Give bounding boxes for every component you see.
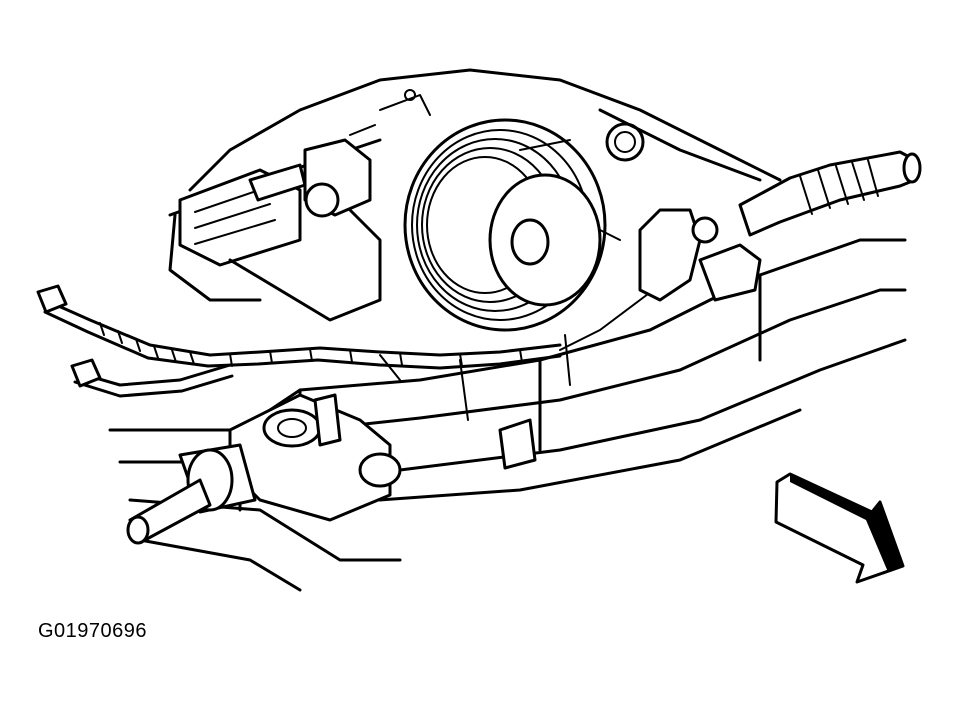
crankshaft-pulley (403, 118, 621, 332)
figure-id-label: G01970696 (38, 620, 148, 642)
right-steering-shaft (738, 150, 922, 237)
steering-gear-housing (126, 393, 402, 545)
front-arrow-icon (774, 472, 905, 584)
wiring-harness (36, 269, 681, 421)
engine-block (168, 68, 782, 322)
